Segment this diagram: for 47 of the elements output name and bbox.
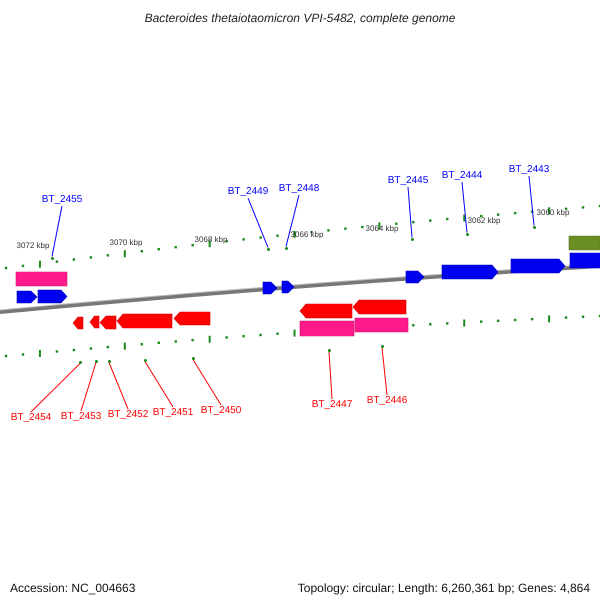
tick-mark xyxy=(410,238,414,240)
leader-line xyxy=(80,362,96,412)
tick-label: 3072 kbp xyxy=(16,242,50,250)
tick-mark xyxy=(78,360,82,364)
leader-line xyxy=(192,359,222,406)
gene-label: BT_2447 xyxy=(312,400,352,410)
leader-line xyxy=(30,363,80,412)
tick-mark xyxy=(108,360,110,362)
gene-label: BT_2450 xyxy=(200,406,242,416)
leader-line xyxy=(248,198,268,248)
leader-line xyxy=(408,186,412,238)
tick-label: 3060 kbp xyxy=(536,209,570,217)
gene-label: BT_2445 xyxy=(388,176,428,186)
tick-mark xyxy=(532,226,536,228)
footer-text: Topology: circular; Length: 6,260,361 bp; Genes: 4,864 xyxy=(298,582,590,594)
tick-label: 3062 kbp xyxy=(468,217,500,225)
leader-line xyxy=(328,351,332,400)
tick-mark xyxy=(284,246,288,250)
leader-line xyxy=(462,182,468,233)
tick-mark xyxy=(94,360,98,362)
tick-mark xyxy=(144,358,146,362)
tick-mark xyxy=(380,344,384,348)
gene-label: BT_2443 xyxy=(508,165,550,175)
gene-label: BT_2454 xyxy=(10,413,52,423)
gene-label: BT_2455 xyxy=(42,195,82,205)
tick-label: 3070 kbp xyxy=(110,239,142,247)
tick-label: 3068 kbp xyxy=(194,236,228,244)
tick-mark xyxy=(192,356,194,360)
tick-mark xyxy=(328,348,330,352)
leader-line xyxy=(528,176,534,226)
diagram-title: Bacteroides thetaiotaomicron VPI-5482, complete genome xyxy=(144,12,456,24)
tick-mark xyxy=(466,232,468,236)
leader-line xyxy=(108,362,128,410)
gene-label: BT_2451 xyxy=(152,408,194,418)
leader-line xyxy=(52,206,62,257)
tick-label: 3064 kbp xyxy=(366,225,398,233)
gene-label: BT_2446 xyxy=(366,396,408,406)
gene-label: BT_2449 xyxy=(228,187,268,197)
footer-text: Accession: NC_004663 xyxy=(10,582,136,594)
gene-label: BT_2453 xyxy=(60,412,102,422)
tick-mark xyxy=(266,248,270,250)
tick-mark xyxy=(50,256,54,260)
gene-label: BT_2444 xyxy=(442,171,482,181)
leader-line xyxy=(144,361,174,408)
gene-label: BT_2448 xyxy=(278,184,320,194)
gene-label: BT_2452 xyxy=(108,410,148,420)
leader-line xyxy=(382,347,388,396)
